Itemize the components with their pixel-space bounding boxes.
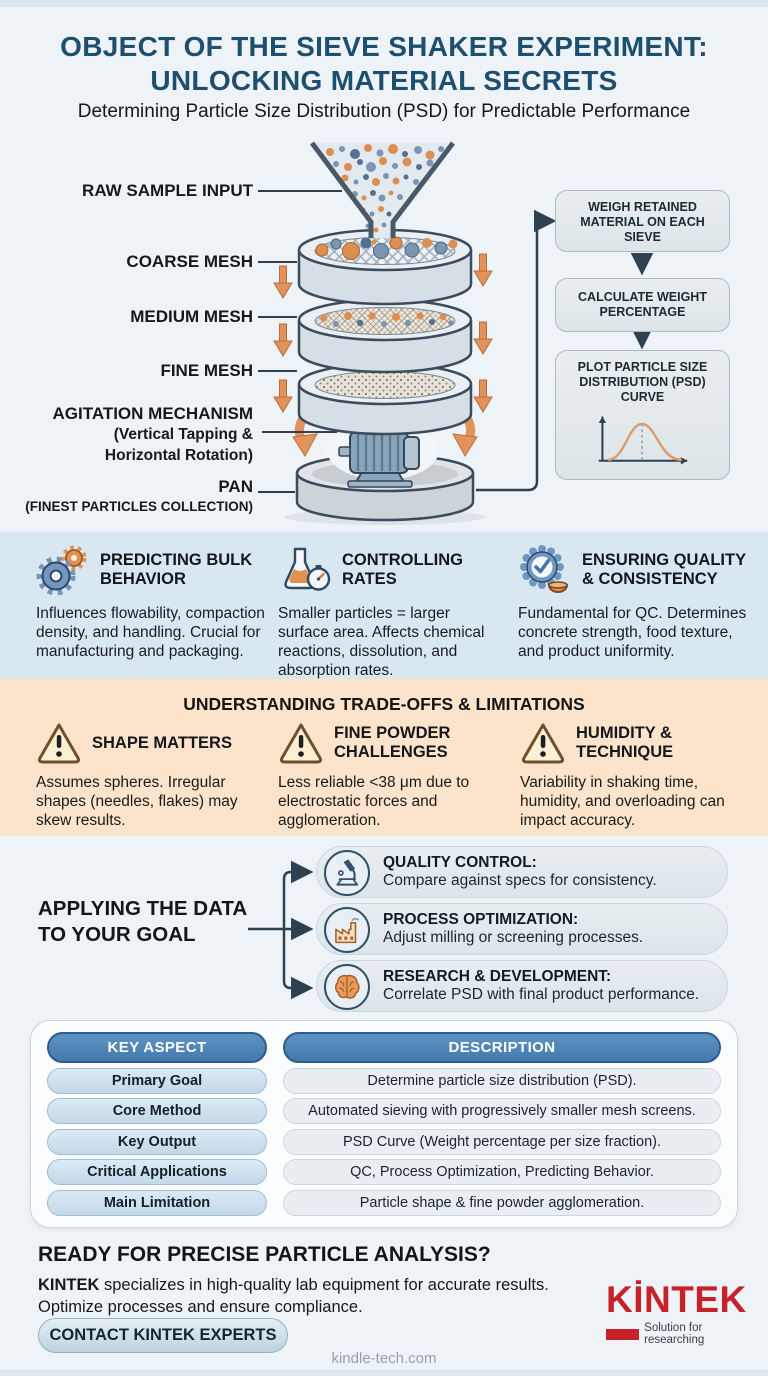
medium-particles [320,312,454,327]
aspect-cell: Primary Goal [47,1067,267,1094]
medium-sieve [297,298,473,374]
pan-to-flowchart-connector [476,209,557,492]
sieve-shaker-diagram [258,141,654,525]
apply-item-text: Compare against specs for consistency. [383,872,657,889]
aspect-cell: Main Limitation [47,1189,267,1216]
bottom-strip [0,1370,768,1376]
aspect-cell: Core Method [47,1098,267,1124]
column-header-key-aspect: KEY ASPECT [47,1032,267,1063]
tradeoff-text: Assumes spheres. Irregular shapes (needl… [36,774,238,829]
branch-connector [248,860,314,1000]
gears-icon [36,545,87,596]
label-fine-mesh: FINE MESH [160,361,253,380]
page-subtitle: Determining Particle Size Distribution (… [77,101,691,122]
top-strip [0,0,768,7]
label-leader-lines [258,190,342,493]
apply-item-quality-control: QUALITY CONTROL: Compare against specs f… [316,846,728,898]
apply-item-text: Adjust milling or screening processes. [383,929,644,946]
label-agitation-mechanism: AGITATION MECHANISM (Vertical Tapping & … [52,404,253,464]
tradeoff-shape-matters: SHAPE MATTERS Assumes spheres. Irregular… [36,721,264,830]
tradeoffs-band: UNDERSTANDING TRADE-OFFS & LIMITATIONS S… [0,679,768,836]
benefit-text: Fundamental for QC. Determines concrete … [518,605,747,660]
apply-item-title: RESEARCH & DEVELOPMENT: [383,968,612,985]
input-funnel [309,141,455,248]
benefit-title: PREDICTING BULK BEHAVIOR [100,551,253,588]
tradeoff-humidity-technique: HUMIDITY & TECHNIQUE Variability in shak… [520,721,748,830]
apply-item-process-optimization: PROCESS OPTIMIZATION: Adjust milling or … [316,903,728,955]
label-raw-sample-input: RAW SAMPLE INPUT [82,181,253,200]
down-arrows [273,253,493,413]
apply-item-title: QUALITY CONTROL: [383,854,537,871]
title-line1: OBJECT OF THE SIEVE SHAKER EXPERIMENT: [60,31,708,62]
cta-body-line1: specializes in high-quality lab equipmen… [99,1276,549,1294]
benefit-title: ENSURING QUALITY & CONSISTENCY [582,551,746,588]
applying-heading: APPLYING THE DATA TO YOUR GOAL [38,897,248,946]
cta-body: KINTEK specializes in high-quality lab e… [38,1274,549,1318]
coarse-sieve [297,228,473,306]
apply-item-title: PROCESS OPTIMIZATION: [383,911,579,928]
apply-item-text: Correlate PSD with final product perform… [383,986,700,1003]
description-cell: Determine particle size distribution (PS… [283,1067,721,1094]
tradeoff-fine-powder: FINE POWDER CHALLENGES Less reliable <38… [278,721,510,830]
summary-table: KEY ASPECT DESCRIPTION Primary Goal Dete… [30,1020,738,1228]
benefits-band [0,532,768,679]
description-cell: Particle shape & fine powder agglomerati… [283,1189,721,1216]
microscope-icon [336,859,359,886]
tradeoff-title: SHAPE MATTERS [92,733,232,752]
benefit-text: Smaller particles = larger surface area.… [278,605,485,679]
benefit-title: CONTROLLING RATES [342,551,463,588]
column-header-description: DESCRIPTION [283,1032,721,1063]
apply-item-research-development: RESEARCH & DEVELOPMENT: Correlate PSD wi… [316,960,728,1012]
description-cell: PSD Curve (Weight percentage per size fr… [283,1128,721,1155]
warning-triangle-icon [279,723,323,764]
label-medium-mesh: MEDIUM MESH [130,307,253,326]
quality-badge-icon [520,545,569,593]
aspect-cell: Critical Applications [47,1159,267,1185]
warning-triangle-icon [37,723,81,764]
label-coarse-mesh: COARSE MESH [126,252,253,271]
footer-url[interactable]: kindle-tech.com [331,1350,437,1367]
benefit-text: Influences flowability, compaction densi… [36,605,265,660]
flow-step-weigh: WEIGH RETAINED MATERIAL ON EACH SIEVE [555,190,730,252]
brain-icon [335,974,360,999]
tradeoff-text: Less reliable <38 μm due to electrostati… [278,774,470,829]
flask-stopwatch-icon [284,547,331,591]
title-line2: UNLOCKING MATERIAL SECRETS [150,65,618,96]
description-cell: Automated sieving with progressively sma… [283,1098,721,1124]
table-row: Core Method Automated sieving with progr… [47,1098,721,1124]
table-header-row: KEY ASPECT DESCRIPTION [47,1032,721,1063]
cta-heading: READY FOR PRECISE PARTICLE ANALYSIS? [38,1243,491,1266]
psd-curve-icon [598,416,687,465]
kintek-logo: KİNTEK Solution for researching [606,1281,756,1346]
cta-body-line2: Optimize processes and ensure compliance… [38,1298,363,1316]
tradeoff-title: HUMIDITY & TECHNIQUE [576,724,674,761]
fine-sieve [297,362,473,436]
warning-triangle-icon [521,723,565,764]
description-cell: QC, Process Optimization, Predicting Beh… [283,1159,721,1185]
table-row: Primary Goal Determine particle size dis… [47,1067,721,1094]
table-row: Critical Applications QC, Process Optimi… [47,1159,721,1185]
tradeoff-title: FINE POWDER CHALLENGES [334,724,451,761]
page-title: OBJECT OF THE SIEVE SHAKER EXPERIMENT: U… [0,30,768,98]
contact-kintek-button[interactable]: CONTACT KINTEK EXPERTS [38,1318,288,1353]
kintek-logo-wordmark: KİNTEK [606,1279,747,1320]
benefit-predicting-bulk-behavior: PREDICTING BULK BEHAVIOR Influences flow… [36,543,276,661]
funnel-particles [326,144,444,248]
coarse-particles [315,236,458,260]
benefit-ensuring-quality: ENSURING QUALITY & CONSISTENCY Fundament… [518,543,758,661]
tradeoffs-heading: UNDERSTANDING TRADE-OFFS & LIMITATIONS [183,694,585,714]
logo-tagline: Solution for researching [644,1322,705,1346]
label-pan: PAN (FINEST PARTICLES COLLECTION) [25,477,253,514]
benefit-controlling-rates: CONTROLLING RATES Smaller particles = la… [278,543,504,680]
table-row: Key Output PSD Curve (Weight percentage … [47,1128,721,1155]
flow-step-plot: PLOT PARTICLE SIZE DISTRIBUTION (PSD) CU… [555,350,730,480]
table-row: Main Limitation Particle shape & fine po… [47,1189,721,1216]
flow-step-calculate: CALCULATE WEIGHT PERCENTAGE [555,278,730,332]
factory-icon [335,917,359,944]
tradeoff-text: Variability in shaking time, humidity, a… [520,774,725,829]
logo-red-swatch [606,1328,640,1340]
aspect-cell: Key Output [47,1128,267,1155]
cta-brand-bold: KINTEK [38,1276,100,1294]
